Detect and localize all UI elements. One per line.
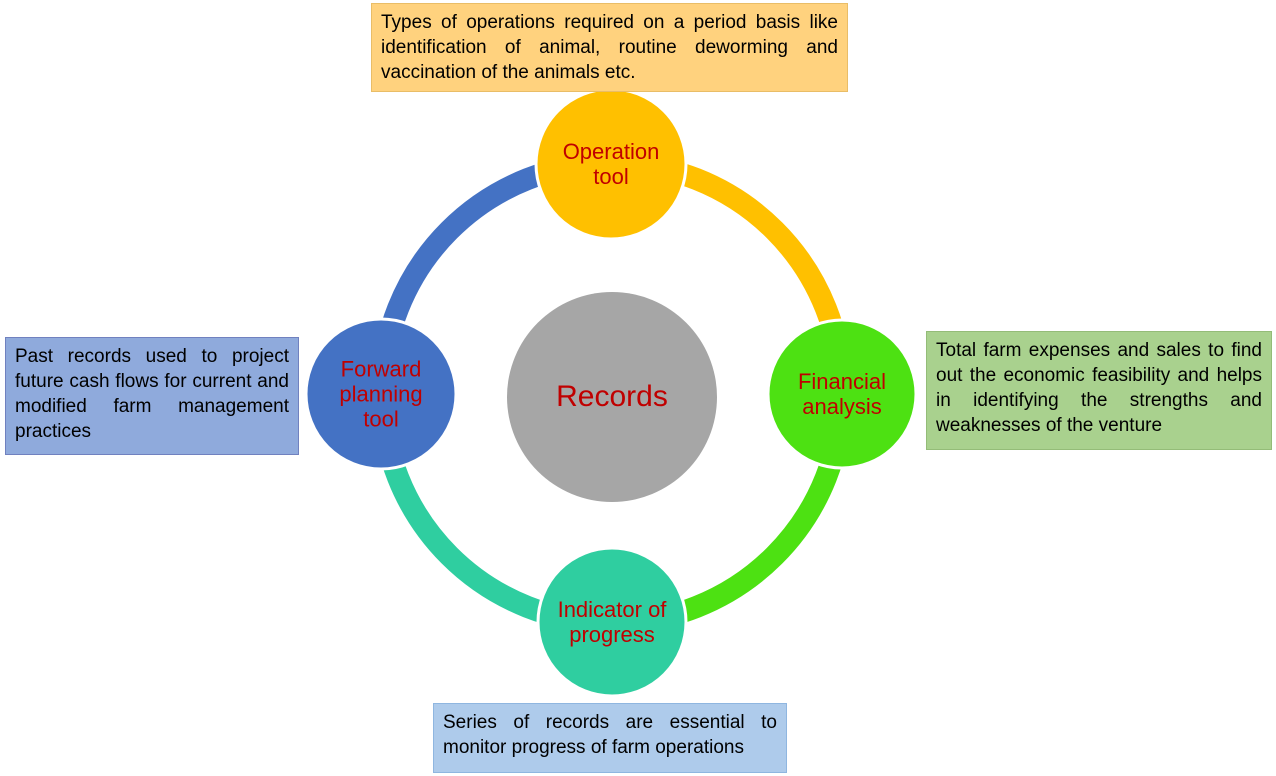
circle-operation-tool <box>534 87 688 241</box>
circle-forward-planning-tool <box>304 317 458 471</box>
financial-analysis-note-box: Total farm expenses and sales to find ou… <box>926 331 1272 450</box>
indicator-of-progress-note-box: Series of records are essential to monit… <box>433 703 787 773</box>
circle-records-center <box>507 292 717 502</box>
operation-tool-note-box: Types of operations required on a period… <box>371 3 848 93</box>
circle-financial-analysis <box>766 318 918 470</box>
circle-indicator-of-progress <box>536 546 688 698</box>
forward-planning-tool-note-box: Past records used to project future cash… <box>5 337 299 455</box>
